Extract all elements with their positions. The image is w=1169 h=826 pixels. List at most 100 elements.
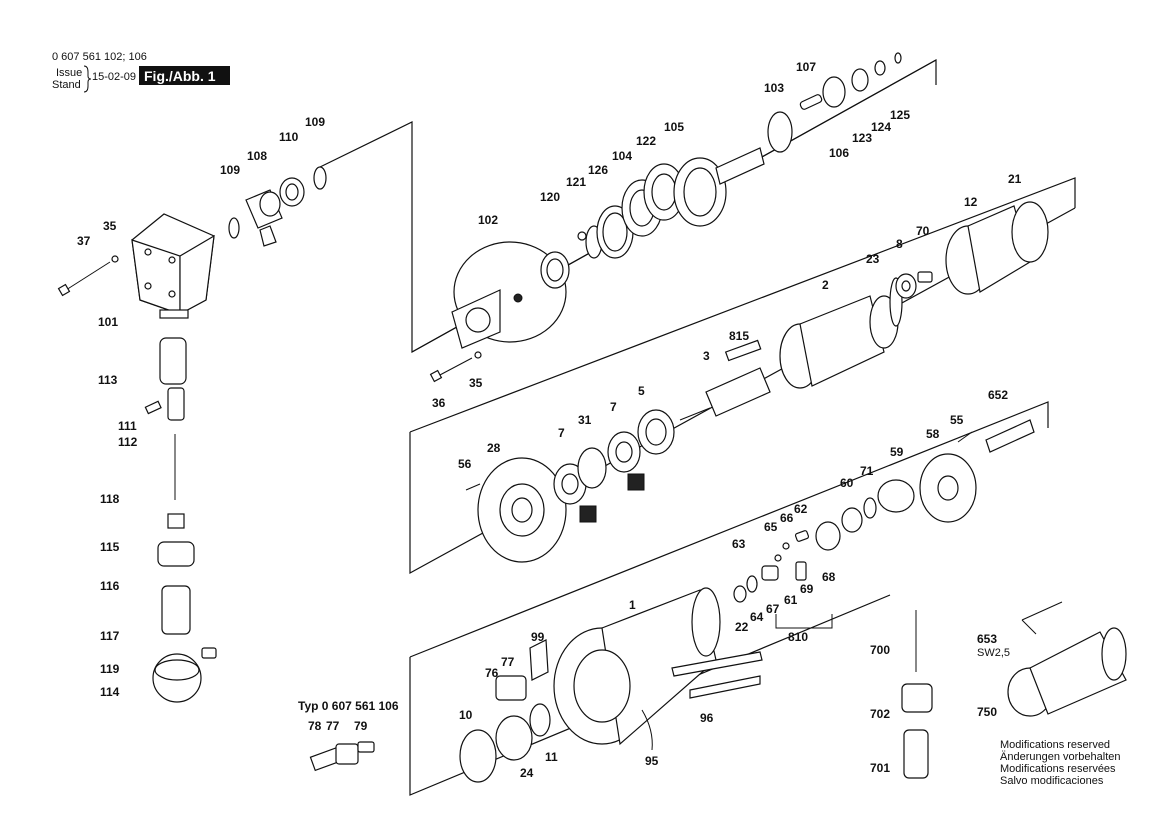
label-126: 126 bbox=[588, 163, 608, 177]
label-64: 64 bbox=[750, 610, 764, 624]
label-121: 121 bbox=[566, 175, 586, 189]
rings-126-104-122 bbox=[596, 163, 685, 259]
label-10: 10 bbox=[459, 708, 473, 722]
label-701: 701 bbox=[870, 761, 890, 775]
figure-title: Fig./Abb. 1 bbox=[144, 68, 216, 84]
label-108: 108 bbox=[247, 149, 267, 163]
figure-badge bbox=[139, 66, 230, 85]
stand-label: Stand bbox=[52, 79, 81, 91]
label-21: 21 bbox=[1008, 172, 1022, 186]
label-118: 118 bbox=[100, 492, 120, 506]
label-22: 22 bbox=[735, 620, 749, 634]
frame-bottom-top bbox=[409, 401, 1049, 658]
label-112: 112 bbox=[118, 435, 138, 449]
variant-parts bbox=[309, 741, 375, 772]
screw-37 bbox=[57, 255, 119, 297]
label-700: 700 bbox=[870, 643, 890, 657]
label-653: 653 bbox=[977, 632, 997, 646]
label-77-b: 77 bbox=[326, 719, 340, 733]
label-115: 115 bbox=[100, 540, 120, 554]
label-35: 35 bbox=[103, 219, 117, 233]
label-113: 113 bbox=[98, 373, 118, 387]
label-58: 58 bbox=[926, 427, 940, 441]
label-109: 109 bbox=[220, 163, 240, 177]
label-5: 5 bbox=[638, 384, 645, 398]
note-es: Salvo modificaciones bbox=[1000, 775, 1104, 787]
spindle-103 bbox=[715, 52, 902, 185]
label-3: 3 bbox=[703, 349, 710, 363]
label-107: 107 bbox=[796, 60, 816, 74]
bearing-parts-108-110 bbox=[228, 166, 327, 247]
note-de: Änderungen vorbehalten bbox=[1000, 751, 1120, 763]
screw-36 bbox=[429, 351, 482, 383]
label-69: 69 bbox=[800, 582, 814, 596]
tool-size: SW2,5 bbox=[977, 647, 1010, 659]
bottom-small-parts bbox=[459, 639, 653, 783]
label-103: 103 bbox=[764, 81, 784, 95]
label-104: 104 bbox=[612, 149, 632, 163]
label-62: 62 bbox=[794, 502, 808, 516]
valve-parts-60-69 bbox=[733, 507, 863, 629]
label-101: 101 bbox=[98, 315, 118, 329]
motor-housing-1 bbox=[553, 587, 763, 746]
label-23: 23 bbox=[866, 252, 880, 266]
label-68: 68 bbox=[822, 570, 836, 584]
label-105: 105 bbox=[664, 120, 684, 134]
label-2: 2 bbox=[822, 278, 829, 292]
label-37: 37 bbox=[77, 234, 91, 248]
label-110: 110 bbox=[279, 130, 299, 144]
label-12: 12 bbox=[964, 195, 978, 209]
end-plate-12 bbox=[945, 201, 1049, 295]
ring-gear-105 bbox=[673, 157, 727, 227]
spindle-stack bbox=[144, 337, 217, 703]
label-109-b: 109 bbox=[305, 115, 325, 129]
label-63: 63 bbox=[732, 537, 746, 551]
flange-28 bbox=[465, 457, 567, 563]
label-31: 31 bbox=[578, 413, 592, 427]
label-99: 99 bbox=[531, 630, 545, 644]
label-76: 76 bbox=[485, 666, 499, 680]
label-24: 24 bbox=[520, 766, 534, 780]
note-fr: Modifications reservées bbox=[1000, 763, 1116, 775]
label-116: 116 bbox=[100, 579, 120, 593]
label-114: 114 bbox=[100, 685, 120, 699]
label-61: 61 bbox=[784, 593, 798, 607]
label-77: 77 bbox=[501, 655, 515, 669]
label-7: 7 bbox=[558, 426, 565, 440]
label-11: 11 bbox=[545, 750, 558, 764]
bearing-8-70 bbox=[895, 271, 933, 299]
label-1: 1 bbox=[629, 598, 636, 612]
label-28: 28 bbox=[487, 441, 501, 455]
label-750: 750 bbox=[977, 705, 997, 719]
label-79: 79 bbox=[354, 719, 368, 733]
part-number: 0 607 561 102; 106 bbox=[52, 51, 147, 63]
label-123: 123 bbox=[852, 131, 872, 145]
label-55: 55 bbox=[950, 413, 964, 427]
header-brace bbox=[83, 65, 92, 93]
label-70: 70 bbox=[916, 224, 930, 238]
accessory-parts bbox=[901, 601, 1127, 779]
label-119: 119 bbox=[100, 662, 120, 676]
frame-middle-top bbox=[409, 177, 1076, 433]
label-78: 78 bbox=[308, 719, 322, 733]
label-95: 95 bbox=[645, 754, 659, 768]
bearings-7-31-5 bbox=[553, 409, 675, 523]
label-67: 67 bbox=[766, 602, 780, 616]
inlet-parts-58-59-652 bbox=[863, 419, 1035, 523]
label-120: 120 bbox=[540, 190, 560, 204]
label-60: 60 bbox=[840, 476, 854, 490]
label-702: 702 bbox=[870, 707, 890, 721]
label-59: 59 bbox=[890, 445, 904, 459]
label-56: 56 bbox=[458, 457, 472, 471]
issue-date: 15-02-09 bbox=[92, 71, 136, 83]
label-122: 122 bbox=[636, 134, 656, 148]
needle-bearing-120 bbox=[540, 225, 603, 289]
label-35-b: 35 bbox=[469, 376, 483, 390]
label-96: 96 bbox=[700, 711, 714, 725]
label-810: 810 bbox=[788, 630, 808, 644]
label-125: 125 bbox=[890, 108, 910, 122]
label-36: 36 bbox=[432, 396, 446, 410]
label-652: 652 bbox=[988, 388, 1008, 402]
rotor-3 bbox=[679, 339, 771, 421]
